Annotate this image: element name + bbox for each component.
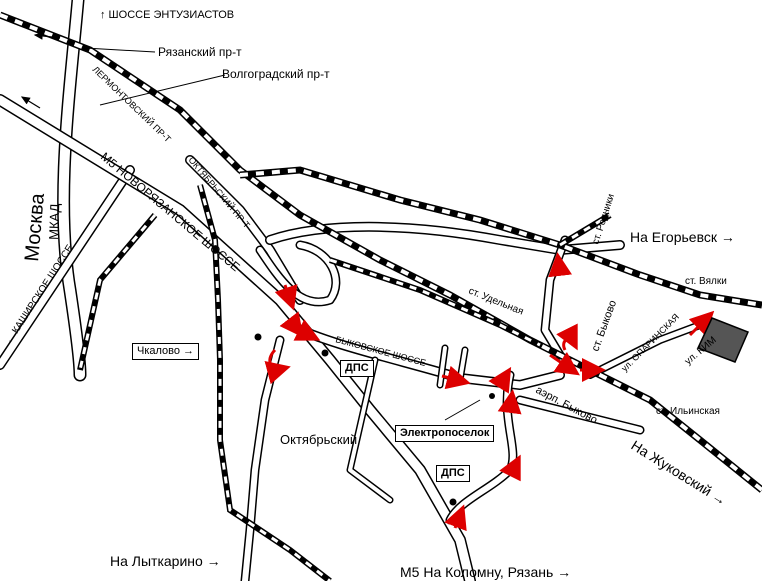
label-ryazansky: Рязанский пр-т xyxy=(158,45,242,59)
label-na-lytkarino: На Лыткарино → xyxy=(110,553,221,569)
label-st-rodniki: ст. Родники xyxy=(590,193,617,246)
label-chkalovo: Чкалово → xyxy=(132,343,200,360)
direction-arrows xyxy=(20,32,61,109)
label-moskva: Москва xyxy=(21,192,49,263)
chkalovo-dot xyxy=(254,333,262,341)
label-elektroposelok: Электропоселок xyxy=(395,425,495,442)
electroposelok-dot xyxy=(489,393,495,399)
destination-building xyxy=(696,317,749,363)
markers xyxy=(254,333,495,506)
label-oktyabrsky: Октябрьский xyxy=(280,432,357,447)
text-labels: ↑ ШОССЕ ЭНТУЗИАСТОВ Рязанский пр-т Волго… xyxy=(3,9,735,580)
label-mkad: МКАД xyxy=(46,203,62,240)
dps2-dot xyxy=(449,498,457,506)
label-na-egoryevsk: На Егорьевск → xyxy=(630,229,735,245)
label-shosse-entuziastov: ↑ ШОССЕ ЭНТУЗИАСТОВ xyxy=(100,9,234,21)
label-leaders xyxy=(84,47,481,421)
label-ul-oparinskaya: ул. ОПАРИНСКАЯ xyxy=(619,312,681,374)
route-arrows xyxy=(264,252,715,532)
dps1-dot xyxy=(321,349,329,357)
label-dps-2: ДПС xyxy=(436,465,470,482)
roads xyxy=(0,0,704,581)
railways xyxy=(0,11,762,581)
label-st-ilyinskaya: ст. Ильинская xyxy=(656,406,720,417)
label-m5-kolomna: M5 На Коломну, Рязань → xyxy=(400,564,571,580)
label-volgogradsky: Волгоградский пр-т xyxy=(222,67,330,81)
label-st-vyalki: ст. Вялки xyxy=(685,276,727,287)
label-dps-1: ДПС xyxy=(340,360,374,377)
label-st-bykovo: ст. Быково xyxy=(590,299,620,353)
